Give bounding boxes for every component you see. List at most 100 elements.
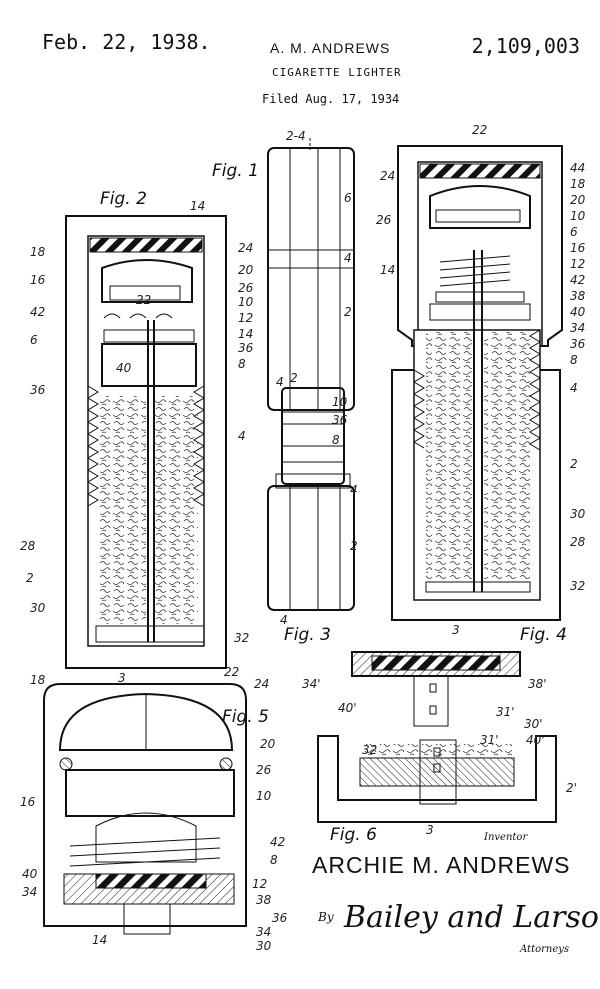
ref-label: 32 [570, 579, 585, 593]
ref-label: 16 [30, 273, 46, 287]
ref-label: 42 [30, 305, 45, 319]
ref-label: 14 [380, 263, 395, 277]
ref-label: 31' [480, 733, 499, 747]
ref-label: 2 [26, 571, 34, 585]
ref-label: 20 [260, 737, 276, 751]
ref-label: 10 [570, 209, 586, 223]
ref-label: 2 [344, 305, 352, 319]
ref-label: 16 [20, 795, 36, 809]
inventor-caption: Inventor [484, 832, 527, 843]
ref-label: 8 [270, 853, 278, 867]
ref-label: 34 [256, 925, 271, 939]
ref-label: 4 [280, 613, 288, 627]
ref-label: 40 [116, 361, 132, 375]
ref-label: 2 [290, 371, 298, 385]
ref-label: 36 [332, 413, 348, 427]
figure-4-drawing [392, 146, 562, 620]
ref-label: 10 [238, 295, 254, 309]
ref-label: 18 [30, 673, 46, 687]
ref-label: 42 [570, 273, 585, 287]
ref-label: 12 [252, 877, 267, 891]
ref-label: 8 [570, 353, 578, 367]
ref-label: 8 [238, 357, 246, 371]
ref-label: 44 [570, 161, 585, 175]
ref-label: 3 [426, 823, 434, 837]
inventor-name: ARCHIE M. ANDREWS [312, 852, 571, 879]
ref-label: 16 [570, 241, 586, 255]
ref-label: 14 [190, 199, 205, 213]
ref-label: 38 [256, 893, 272, 907]
figure-2-drawing [66, 216, 226, 668]
ref-label: 14 [238, 327, 253, 341]
ref-label: 26 [376, 213, 392, 227]
ref-label: 22 [472, 123, 487, 137]
fig5-label: Fig. 5 [222, 707, 269, 727]
fig3-label: Fig. 3 [284, 625, 331, 645]
ref-label: 10 [332, 395, 348, 409]
ref-label: 6 [344, 191, 352, 205]
fig6-label: Fig. 6 [330, 825, 377, 845]
ref-label: 42 [270, 835, 285, 849]
ref-label: 22 [136, 293, 151, 307]
fig4-label: Fig. 4 [520, 625, 567, 645]
attorneys-caption: Attorneys [520, 944, 569, 955]
ref-label: 2' [566, 781, 577, 795]
ref-label: 18 [30, 245, 46, 259]
ref-label: 14 [92, 933, 107, 947]
ref-label: 3 [118, 671, 126, 685]
ref-label: 24 [380, 169, 395, 183]
fig2-label: Fig. 2 [100, 189, 147, 209]
ref-label: 4 [344, 251, 352, 265]
ref-label: 36 [272, 911, 288, 925]
ref-label: 34' [302, 677, 321, 691]
ref-label: 20 [570, 193, 586, 207]
ref-label: 18 [570, 177, 586, 191]
ref-label: 30 [570, 507, 586, 521]
by-label: By [318, 910, 334, 924]
ref-label: 3 [452, 623, 460, 637]
ref-label: 26 [256, 763, 272, 777]
ref-label: 30' [524, 717, 543, 731]
ref-label: 28 [20, 539, 36, 553]
fig1-ref-labels: 2-4 6 4 2 [286, 129, 352, 319]
ref-label: 31' [496, 705, 515, 719]
attorney-signature: Bailey and Larson [344, 900, 600, 935]
ref-label: 36 [30, 383, 46, 397]
ref-label: 12 [570, 257, 585, 271]
ref-label: 34 [22, 885, 37, 899]
ref-label: 2-4 [286, 129, 306, 143]
ref-label: 2 [570, 457, 578, 471]
ref-label: 30 [30, 601, 46, 615]
ref-label: 38' [528, 677, 547, 691]
ref-label: 40' [526, 733, 545, 747]
ref-label: 12 [238, 311, 253, 325]
ref-label: 40 [22, 867, 38, 881]
ref-label: 24 [238, 241, 253, 255]
ref-label: 32 [234, 631, 249, 645]
ref-label: 10 [256, 789, 272, 803]
ref-label: 4 [570, 381, 578, 395]
fig1-label: Fig. 1 [212, 161, 259, 181]
ref-label: 36 [238, 341, 254, 355]
ref-label: 4 [238, 429, 246, 443]
ref-label: 22 [224, 665, 239, 679]
ref-label: 6 [30, 333, 38, 347]
figure-1-drawing [268, 138, 354, 410]
ref-label: 40 [570, 305, 586, 319]
ref-label: 2 [350, 539, 358, 553]
ref-label: 30 [256, 939, 272, 953]
ref-label: 40' [338, 701, 357, 715]
ref-label: 34 [570, 321, 585, 335]
ref-label: 20 [238, 263, 254, 277]
ref-label: 36 [570, 337, 586, 351]
ref-label: 4 [350, 483, 358, 497]
ref-label: 6 [570, 225, 578, 239]
figure-6-drawing [318, 652, 556, 822]
ref-label: 28 [570, 535, 586, 549]
ref-label: 26 [238, 281, 254, 295]
ref-label: 4 [276, 375, 284, 389]
ref-label: 32 [362, 743, 377, 757]
ref-label: 38 [570, 289, 586, 303]
ref-label: 8 [332, 433, 340, 447]
figure-5-drawing [44, 684, 246, 934]
